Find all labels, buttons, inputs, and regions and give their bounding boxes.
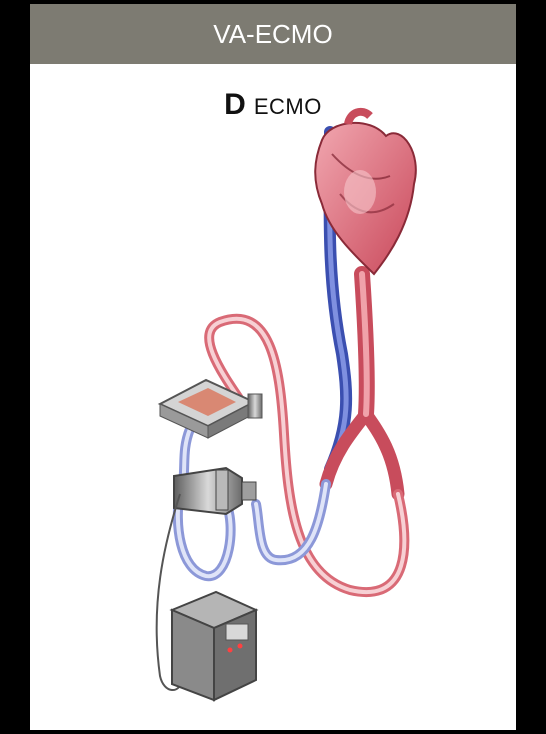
oxygenator-icon xyxy=(160,380,262,438)
console-icon xyxy=(172,592,256,700)
pump-icon xyxy=(174,468,256,514)
ecmo-diagram xyxy=(30,4,516,730)
